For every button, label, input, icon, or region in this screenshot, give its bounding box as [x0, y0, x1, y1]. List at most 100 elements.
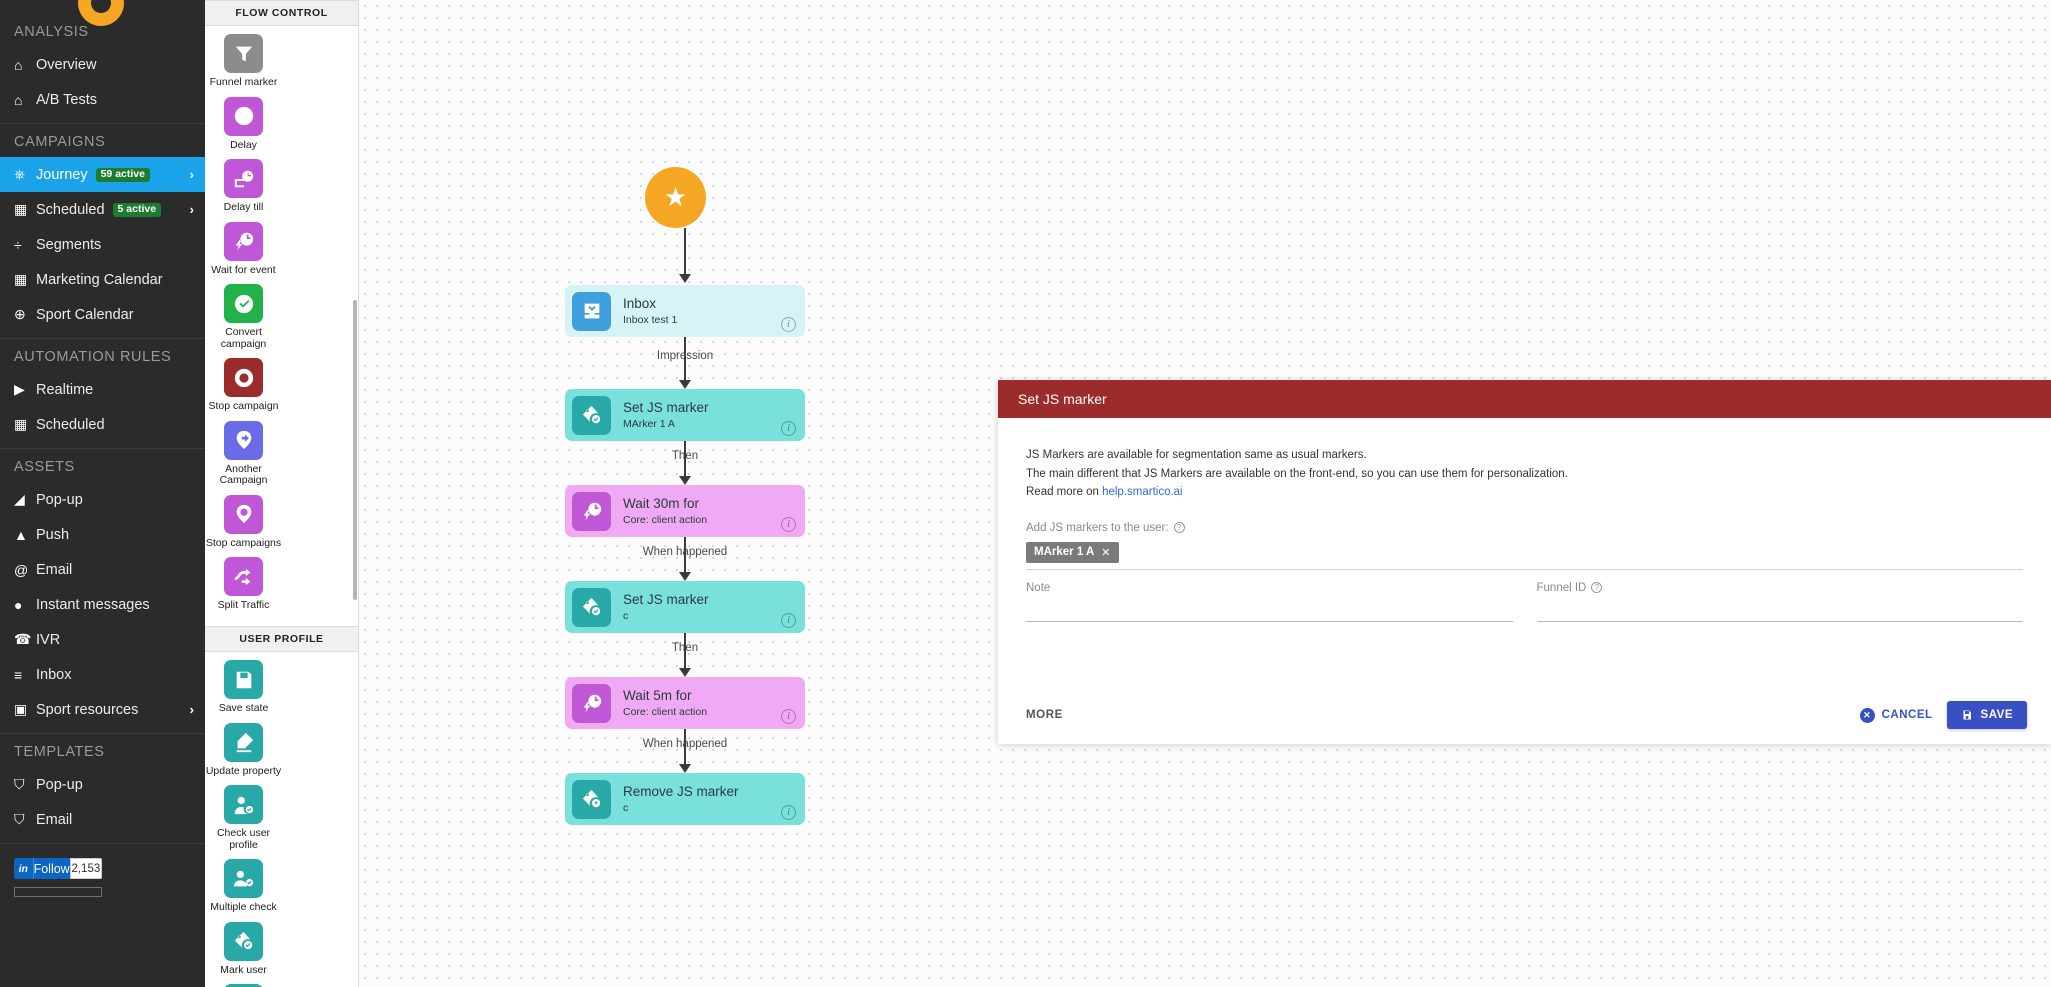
more-button[interactable]: MORE: [1026, 709, 1063, 721]
sidebar-item-overview[interactable]: ⌂Overview: [0, 47, 205, 82]
star-icon: ★: [663, 182, 688, 212]
palette-item-delay-till[interactable]: Delay till: [205, 159, 282, 214]
info-icon[interactable]: i: [781, 421, 796, 436]
marker-chip-list[interactable]: MArker 1 A✕: [1026, 541, 2023, 563]
funnel-field-group: Funnel ID ?: [1536, 582, 2023, 622]
sidebar-section-title: TEMPLATES: [14, 744, 105, 760]
chevron-right-icon[interactable]: ›: [189, 167, 194, 182]
sidebar-item-pop-up[interactable]: ◢Pop-up: [0, 482, 205, 517]
flow-node-title: Wait 5m for: [623, 687, 692, 703]
another-campaign-icon: [236, 431, 251, 450]
sidebar-item-label: Inbox: [36, 666, 72, 683]
update-property-icon: [236, 732, 253, 753]
marker-chip[interactable]: MArker 1 A✕: [1026, 541, 1119, 563]
help-icon[interactable]: ?: [1173, 522, 1185, 534]
palette-item-label: Update property: [205, 764, 282, 777]
chevron-right-icon[interactable]: ›: [189, 202, 194, 217]
save-button[interactable]: SAVE: [1946, 701, 2027, 729]
flow-edge: [684, 729, 686, 765]
note-input[interactable]: [1026, 593, 1513, 622]
calendar-icon: ▦: [14, 416, 28, 432]
sidebar-item-segments[interactable]: ÷Segments: [0, 227, 205, 262]
dialog-title: Set JS marker: [1018, 391, 1107, 407]
info-icon[interactable]: i: [781, 805, 796, 820]
palette-item-check-user-profile[interactable]: Check user profile: [205, 785, 282, 851]
sidebar-item-realtime[interactable]: ▶Realtime: [0, 372, 205, 407]
info-icon[interactable]: i: [781, 517, 796, 532]
play-icon: ▶: [14, 381, 25, 397]
palette-item-label: Wait for event: [211, 263, 276, 276]
sidebar-item-label: Email: [36, 811, 73, 828]
palette-item-multiple-check[interactable]: Multiple check: [205, 859, 282, 914]
palette-item-funnel-marker[interactable]: Funnel marker: [205, 34, 282, 89]
info-icon[interactable]: i: [781, 613, 796, 628]
flow-node-title: Remove JS marker: [623, 783, 739, 799]
stop-campaigns-icon: [236, 505, 251, 524]
sidebar-item-a-b-tests[interactable]: ⌂A/B Tests: [0, 82, 205, 117]
sidebar-item-sport-calendar[interactable]: ⊕ Sport Calendar: [0, 297, 205, 332]
home-icon: ⌂: [14, 91, 23, 108]
sidebar-section-title: AUTOMATION RULES: [14, 349, 172, 365]
remove-chip-icon[interactable]: ✕: [1101, 546, 1111, 559]
sidebar-item-label: Sport Calendar: [36, 306, 134, 323]
flow-edge-arrow: [679, 274, 691, 283]
marker-input-underline: [1026, 568, 2023, 570]
palette-item-update-property[interactable]: Update property: [205, 722, 282, 778]
markers-field-label: Add JS markers to the user: ?: [1026, 522, 2023, 534]
sidebar-item-email[interactable]: ⛉Email: [0, 802, 205, 837]
sidebar-item-scheduled[interactable]: ▦Scheduled: [0, 407, 205, 442]
sidebar-item-push[interactable]: ▲Push: [0, 517, 205, 552]
sidebar-item-pop-up[interactable]: ⛉ Pop-up: [0, 767, 205, 802]
palette-item-convert-campaign[interactable]: Convert campaign: [205, 284, 282, 350]
palette-item-stop-campaigns[interactable]: Stop campaigns: [205, 494, 282, 550]
calendar-icon: ▦: [14, 271, 28, 287]
chevron-right-icon[interactable]: ›: [189, 702, 194, 717]
palette-item-unmark-user[interactable]: UnMark user: [205, 984, 282, 987]
funnel-id-input[interactable]: [1536, 593, 2023, 622]
cancel-button[interactable]: ✕ CANCEL: [1859, 707, 1933, 723]
help-link[interactable]: help.smartico.ai: [1102, 486, 1183, 499]
sidebar-section-title: CAMPAIGNS: [14, 134, 106, 150]
sidebar-divider: [0, 843, 205, 844]
sidebar-item-label: Overview: [36, 56, 97, 73]
sidebar-item-ivr[interactable]: ☎IVR: [0, 622, 205, 657]
info-icon[interactable]: i: [781, 317, 796, 332]
start-node[interactable]: ★: [645, 167, 706, 228]
flow-node-subtitle: c: [623, 802, 629, 815]
palette-item-save-state[interactable]: Save state: [205, 660, 282, 715]
sidebar-item-sport-resources[interactable]: ▣Sport resources›: [0, 692, 205, 727]
info-icon[interactable]: i: [781, 709, 796, 724]
flow-edge-arrow: [679, 476, 691, 485]
palette-item-stop-campaign[interactable]: Stop campaign: [205, 358, 282, 413]
sidebar-item-email[interactable]: @Email: [0, 552, 205, 587]
palette-scrollbar[interactable]: [353, 300, 357, 600]
palette-item-wait-for-event[interactable]: Wait for event: [205, 221, 282, 277]
sidebar-item-inbox[interactable]: ≡Inbox: [0, 657, 205, 692]
sidebar-divider: [0, 733, 205, 734]
check-circle-icon: [234, 294, 253, 313]
funnel-help-icon[interactable]: ?: [1591, 582, 1603, 594]
set-js-marker-dialog: Set JS marker JS Markers are available f…: [998, 380, 2051, 744]
sport-calendar-icon: ⊕: [14, 306, 26, 322]
sidebar-item-label: Pop-up: [36, 776, 83, 793]
palette-item-mark-user[interactable]: Mark user: [205, 921, 282, 977]
palette-item-another-campaign[interactable]: Another Campaign: [205, 420, 282, 487]
html5-icon: ⛉: [14, 776, 25, 792]
palette-item-delay[interactable]: Delay: [205, 96, 282, 152]
flow-node[interactable]: Remove JS marker c i: [565, 773, 805, 825]
palette-item-label: Multiple check: [210, 901, 277, 914]
sidebar-item-marketing-calendar[interactable]: ▦Marketing Calendar: [0, 262, 205, 297]
sidebar-item-instant-messages[interactable]: ●Instant messages: [0, 587, 205, 622]
flow-node-subtitle: Core: client action: [623, 706, 708, 719]
palette-item-split-traffic[interactable]: Split Traffic: [205, 557, 282, 612]
segments-icon: ÷: [14, 236, 22, 253]
